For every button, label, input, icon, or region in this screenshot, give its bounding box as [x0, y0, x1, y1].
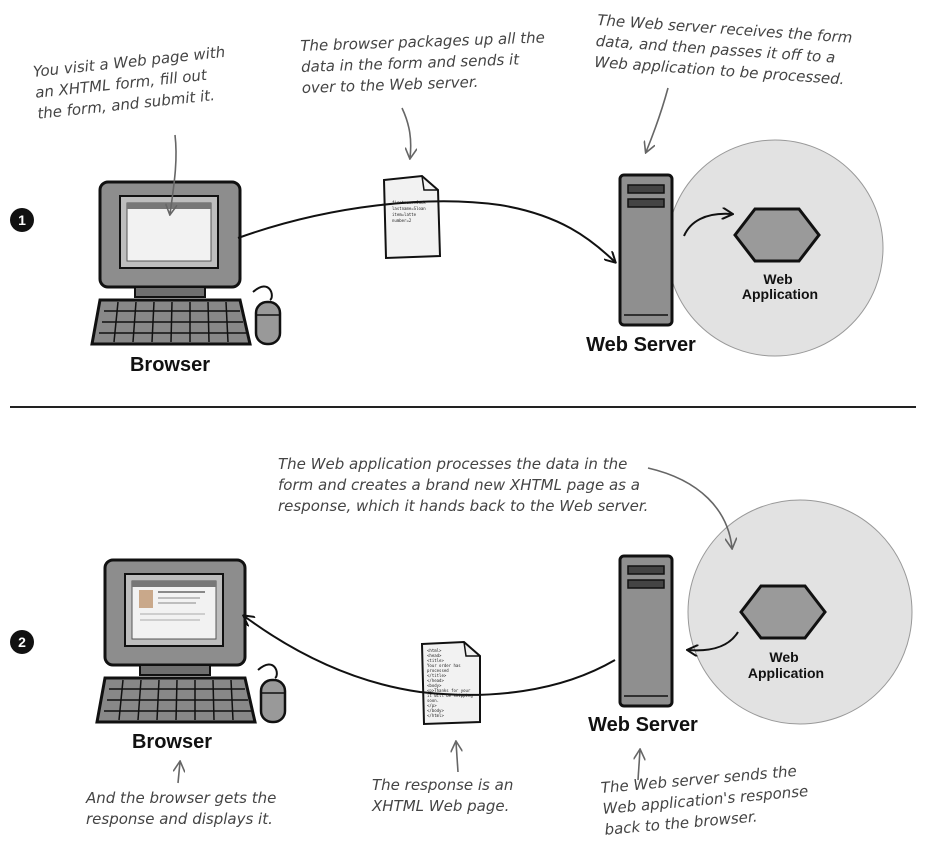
web-server-tower-1 — [618, 173, 674, 327]
note-server-pointer-2 — [638, 750, 640, 781]
panel-2: 2 Browser Web Application Web Server — [10, 467, 913, 784]
note-app-pointer — [647, 467, 732, 548]
note-browser-2: And the browser gets the response and di… — [86, 789, 277, 828]
panel-1: 1 Browser Web Application Web Server fir… — [10, 87, 884, 376]
step-1-marker — [10, 208, 34, 232]
step-2-marker — [10, 630, 34, 654]
server-label-1: Web Server — [586, 334, 696, 356]
response-html-document: <html> <head> <title> Your order has pro… — [420, 640, 481, 726]
web-server-tower-2 — [618, 554, 674, 708]
app-label-1: Web Application — [742, 271, 818, 302]
server-to-app-arrow — [683, 214, 732, 237]
browser-label-1: Browser — [130, 354, 210, 376]
browser-computer-2 — [95, 558, 287, 724]
browser-label-2: Browser — [132, 731, 212, 753]
browser-computer-1 — [90, 180, 282, 346]
response-arrow — [244, 616, 616, 696]
app-label-2: Web Application — [748, 649, 824, 681]
app-to-server-arrow — [688, 631, 739, 650]
note-response-pointer — [456, 742, 458, 773]
request-arrow — [237, 200, 615, 262]
step-2-number: 2 — [18, 634, 26, 650]
form-data-document: firstname=Jack lastname=Sloan item=latte… — [382, 174, 442, 260]
note-server-pointer — [646, 87, 669, 152]
note-response-2: The response is an XHTML Web page. — [372, 776, 514, 815]
step-1-number: 1 — [18, 212, 26, 228]
note-browser-pointer — [170, 134, 176, 214]
response-page-on-screen — [139, 590, 205, 621]
note-package-pointer — [401, 107, 411, 158]
note-package-1: The browser packages up all the data in … — [300, 28, 546, 97]
response-html-text: <html> <head> <title> Your order has pro… — [427, 648, 475, 718]
server-label-2: Web Server — [588, 714, 698, 736]
web-application-hexagon-1 — [733, 207, 821, 263]
note-browser-pointer-2 — [178, 762, 180, 784]
web-application-hexagon-2 — [739, 584, 827, 640]
note-app-2: The Web application processes the data i… — [278, 455, 649, 515]
